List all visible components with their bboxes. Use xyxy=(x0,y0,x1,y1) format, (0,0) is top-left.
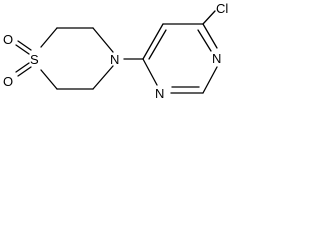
double-bond-c4-c5-inner xyxy=(148,29,167,60)
sulfonyl-bonds xyxy=(15,40,32,77)
atom-label-oxygen-lower: O xyxy=(3,74,13,89)
bond-c3-n4 xyxy=(92,27,114,53)
atom-label-nitrogen-lower: N xyxy=(155,86,164,101)
double-bond-s-o-lower-a xyxy=(15,62,30,73)
bond-s-c2 xyxy=(40,27,58,48)
bond-c6-cl xyxy=(202,10,216,25)
pyrimidine-ring xyxy=(142,23,218,94)
bond-c6-n1 xyxy=(202,23,218,49)
atom-label-nitrogen-upper: N xyxy=(212,51,221,66)
bond-n4-c5 xyxy=(92,65,114,90)
double-bond-c6-n1-inner xyxy=(197,29,212,52)
bond-c4-c5 xyxy=(142,23,164,60)
atom-label-oxygen-upper: O xyxy=(3,32,13,47)
atom-label-chlorine: Cl xyxy=(216,1,228,16)
double-bond-s-o-upper-a xyxy=(15,44,30,55)
bond-n3-c4 xyxy=(142,58,158,86)
atom-label-sulfur: S xyxy=(30,52,39,67)
double-bond-s-o-lower-b xyxy=(17,66,32,77)
thiomorpholine-ring xyxy=(40,27,114,90)
bond-n1-c2 xyxy=(202,66,218,94)
chemical-structure-diagram: Cl N N N S O O xyxy=(3,1,228,101)
atom-label-amine-nitrogen: N xyxy=(110,52,119,67)
double-bond-s-o-upper-b xyxy=(17,40,32,51)
bond-c6-s xyxy=(40,69,58,90)
